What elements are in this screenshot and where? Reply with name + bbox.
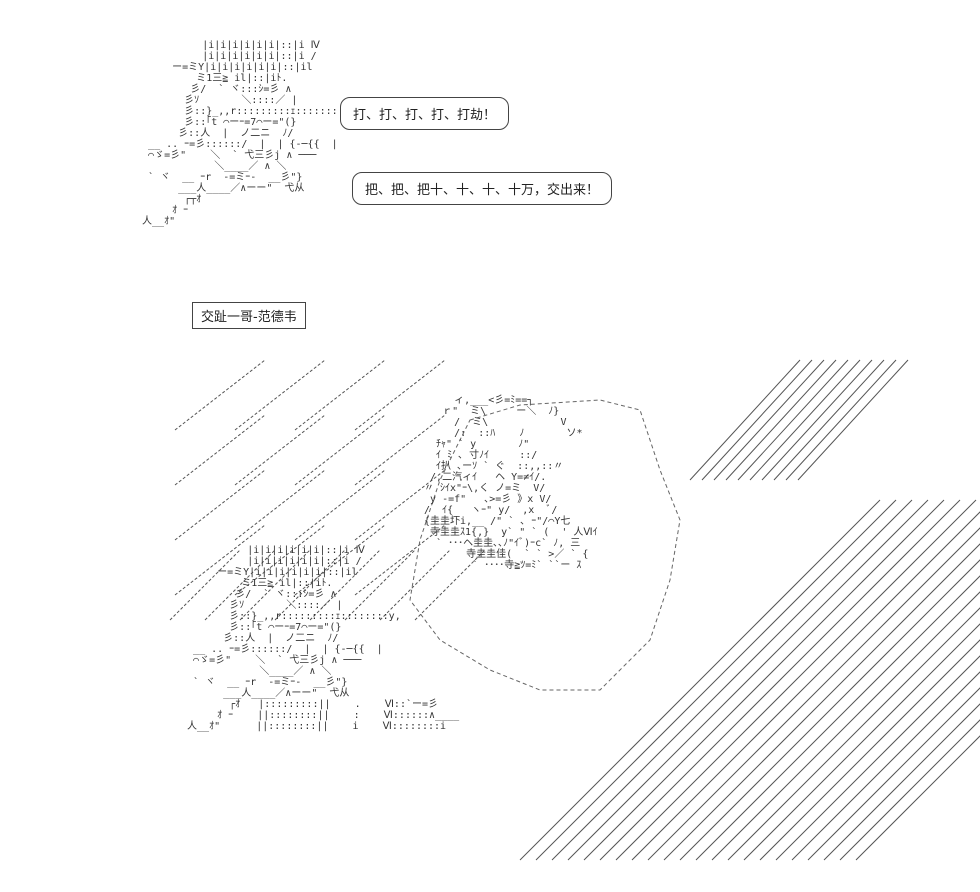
speed-line: [535, 499, 897, 861]
speed-line: [344, 549, 416, 621]
ascii-figure-bottom: |i|i|i|i|i|i|::|i Ⅳ |i|i|i|i|i|i|::|i / …: [187, 545, 460, 732]
speed-line: [711, 591, 980, 861]
speed-line: [169, 549, 241, 621]
speed-line: [174, 524, 266, 596]
speed-line: [599, 499, 961, 861]
speed-line: [414, 549, 486, 621]
speed-line: [519, 499, 881, 861]
speed-line: [294, 359, 386, 431]
speed-line: [354, 359, 446, 431]
speed-line: [749, 359, 861, 481]
speed-line: [663, 543, 980, 861]
speed-line: [679, 559, 980, 861]
speed-line: [174, 469, 266, 541]
speed-line: [379, 549, 451, 621]
speed-line: [583, 499, 945, 861]
speed-line: [234, 469, 326, 541]
speed-line: [647, 527, 980, 861]
speed-line: [701, 359, 813, 481]
speed-line: [689, 359, 801, 481]
character-name-label: 交趾一哥-范德韦: [201, 310, 297, 325]
speed-line: [855, 735, 980, 861]
speed-line: [737, 359, 849, 481]
speed-line: [713, 359, 825, 481]
speed-line: [354, 469, 446, 541]
speed-line: [294, 524, 386, 596]
speed-line: [785, 359, 897, 481]
speed-line: [234, 414, 326, 486]
ascii-fist: ィ,___<彡=ﾐ==┐ ｒ" ミ\ ー＼ ﾉ} / ミ\ V /: ::ﾊ ﾉ…: [424, 395, 598, 571]
speed-line: [797, 359, 909, 481]
speed-line: [791, 671, 980, 861]
speed-line: [759, 639, 980, 861]
speech-bubble-demand: 把、把、把十、十、十、十万，交出来！: [352, 172, 613, 205]
speed-line: [615, 499, 977, 861]
speech-bubble-robbery-text: 打、打、打、打、打劫！: [353, 108, 497, 123]
speed-line: [839, 719, 980, 861]
speed-line: [695, 575, 980, 861]
speed-lines-left: [169, 359, 486, 621]
speed-line: [551, 499, 913, 861]
speed-lines-right: [519, 359, 980, 861]
speed-line: [234, 524, 326, 596]
speed-line: [239, 549, 311, 621]
speed-line: [775, 655, 980, 861]
speed-line: [567, 499, 929, 861]
speed-line: [761, 359, 873, 481]
speed-line: [743, 623, 980, 861]
character-name-caption: 交趾一哥-范德韦: [192, 302, 306, 329]
speed-line: [204, 549, 276, 621]
speed-line: [725, 359, 837, 481]
speed-line: [807, 687, 980, 861]
speech-bubble-robbery: 打、打、打、打、打劫！: [340, 97, 510, 130]
speed-line: [309, 549, 381, 621]
speed-line: [354, 524, 446, 596]
speed-line: [773, 359, 885, 481]
speed-line: [631, 511, 980, 861]
fist-outline: [409, 399, 681, 691]
speed-line: [234, 359, 326, 431]
speed-line: [823, 703, 980, 861]
speed-line: [174, 414, 266, 486]
speech-bubble-demand-text: 把、把、把十、十、十、十万，交出来！: [365, 183, 600, 198]
speed-line: [294, 469, 386, 541]
speed-line: [274, 549, 346, 621]
speed-line: [354, 414, 446, 486]
ascii-figure-top: |i|i|i|i|i|i|::|i Ⅳ |i|i|i|i|i|i|::|i / …: [142, 40, 356, 227]
speed-line: [294, 414, 386, 486]
speed-line: [727, 607, 980, 861]
speed-line: [174, 359, 266, 431]
